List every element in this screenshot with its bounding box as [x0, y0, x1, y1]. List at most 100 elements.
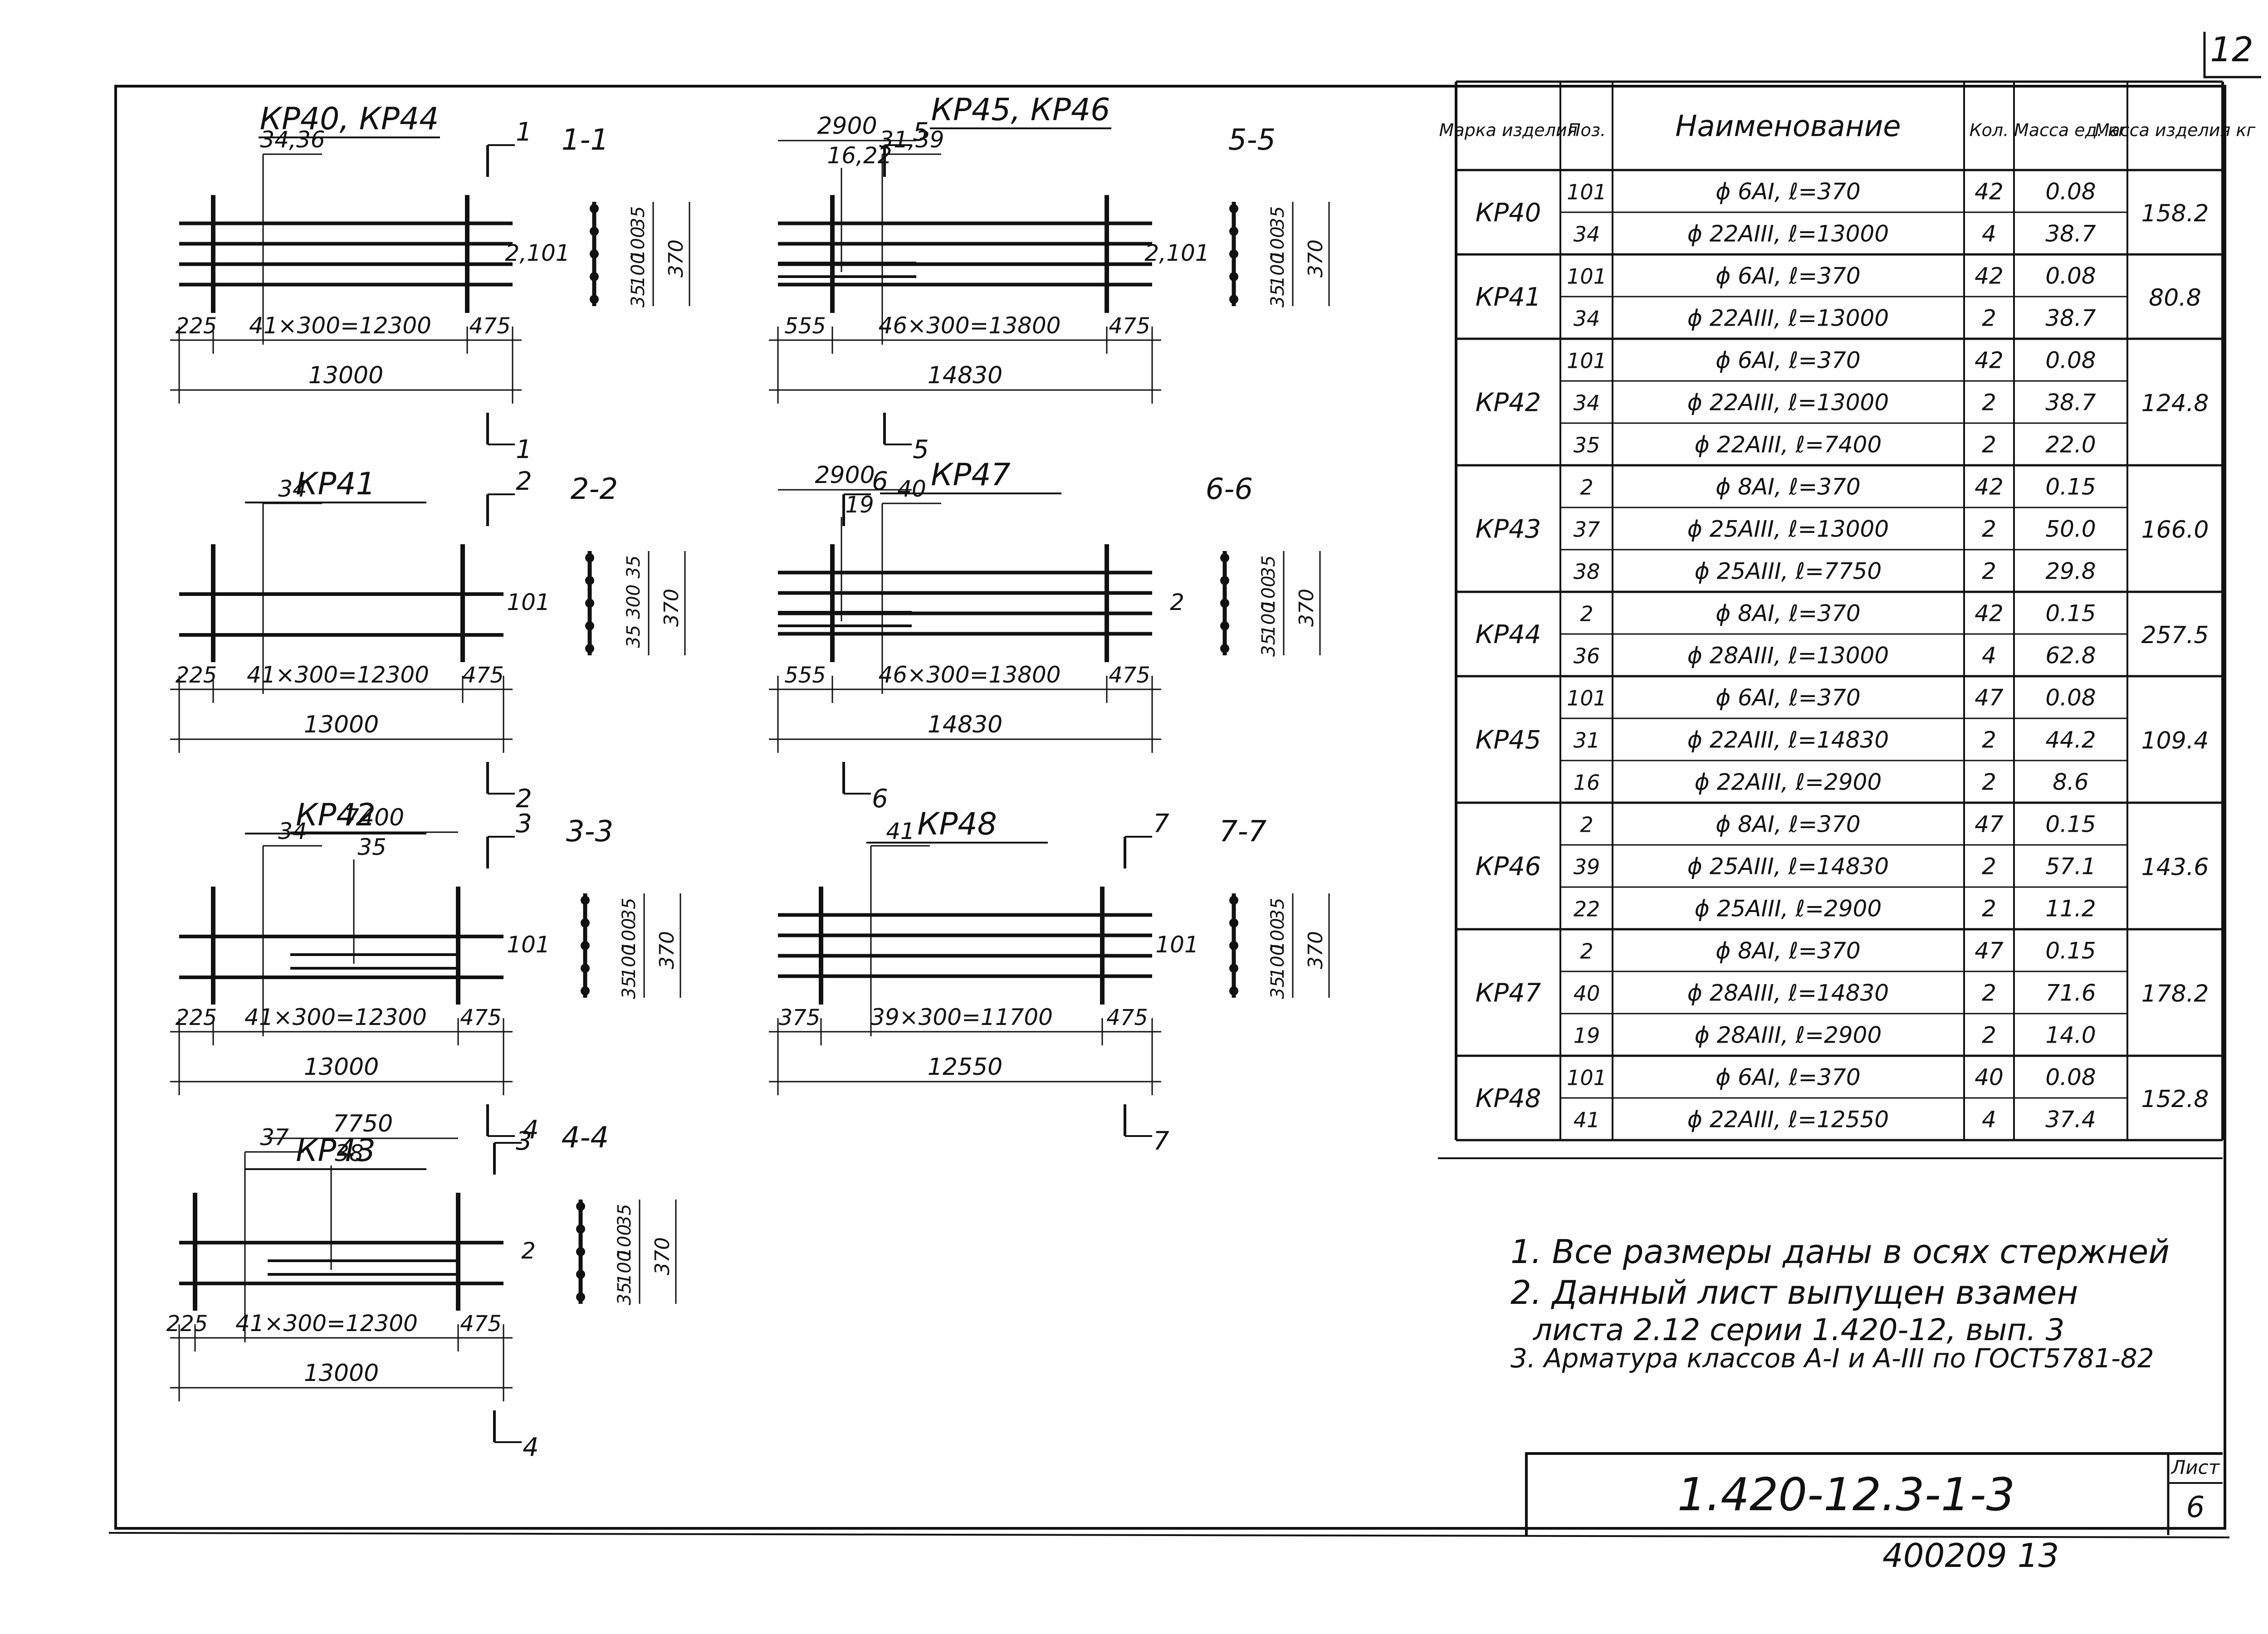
note-3: 3. Арматура классов А-I и А-III по ГОСТ5…: [1510, 1343, 2154, 1374]
distribution-bar-position-label: 2: [521, 1238, 536, 1264]
table-cell-unit-mass: 38.7: [2045, 390, 2096, 416]
extra-position-label: 19: [845, 492, 874, 518]
table-cell-name: ϕ 28АIII, ℓ=14830: [1687, 980, 1889, 1006]
table-cell-name: ϕ 22АIII, ℓ=14830: [1687, 727, 1889, 753]
distribution-bar-position-label: 2,101: [505, 240, 570, 266]
section-bar-dot: [581, 918, 590, 927]
table-cell-position: 34: [1574, 391, 1600, 415]
section-bar-dot: [1229, 272, 1238, 281]
table-cell-position: 37: [1574, 517, 1600, 542]
dimension-left: 555: [784, 313, 826, 339]
section-dimension: 35: [614, 1282, 635, 1305]
section-label: 3-3: [566, 815, 614, 849]
table-cell-unit-mass: 0.15: [2045, 938, 2096, 964]
overall-dimension: 13000: [304, 1054, 379, 1081]
section-bar-dot: [585, 599, 594, 608]
section-bar-dot: [581, 896, 590, 905]
section-dimension: 35: [1258, 556, 1279, 579]
section-bar-dot: [1220, 621, 1229, 630]
section-cut-number-bottom: 1: [516, 435, 532, 464]
extra-length-label: 2900: [815, 462, 875, 489]
table-cell-name: ϕ 22АIII, ℓ=2900: [1695, 769, 1882, 795]
dimension-right: 475: [460, 1005, 502, 1030]
section-bar-dot: [581, 964, 590, 973]
section-bar-dot: [590, 249, 599, 259]
table-cell-mark: КР41: [1476, 283, 1541, 312]
table-cell-position: 2: [1580, 475, 1593, 500]
section-bar-dot: [1229, 896, 1238, 905]
table-cell-unit-mass: 71.6: [2045, 980, 2096, 1006]
section-dimension: 100: [628, 226, 649, 261]
table-cell-unit-mass: 44.2: [2045, 727, 2096, 753]
table-cell-position: 101: [1567, 349, 1607, 373]
table-cell-total-mass: 166.0: [2141, 517, 2209, 544]
section-bar-dot: [1229, 295, 1238, 304]
extra-position-label: 38: [335, 1140, 364, 1166]
table-cell-unit-mass: 0.15: [2045, 600, 2096, 627]
section-bar-dot: [1220, 553, 1229, 562]
section-dimension: 35: [623, 625, 644, 648]
section-dimension: 35: [628, 206, 649, 229]
drawing-title: КР42: [296, 797, 376, 833]
section-bar-dot: [1220, 644, 1229, 653]
section-dimension: 35: [619, 898, 640, 921]
drawing-title: КР41: [296, 466, 376, 502]
section-dimension: 35: [1267, 206, 1288, 229]
section-cut-number-top: 2: [516, 467, 532, 496]
distribution-bar-position-label: 2: [1170, 589, 1184, 615]
table-cell-name: ϕ 25АIII, ℓ=7750: [1695, 558, 1882, 585]
dimension-right: 475: [460, 1311, 502, 1336]
table-cell-name: ϕ 6АI, ℓ=370: [1716, 1064, 1860, 1091]
table-cell-unit-mass: 0.15: [2045, 474, 2096, 500]
table-cell-total-mass: 178.2: [2141, 980, 2209, 1008]
overall-dimension: 13000: [308, 362, 383, 389]
table-cell-quantity: 47: [1975, 685, 2004, 711]
table-cell-unit-mass: 0.08: [2045, 179, 2096, 205]
table-cell-unit-mass: 0.08: [2045, 347, 2096, 374]
table-cell-quantity: 2: [1982, 854, 1996, 880]
table-cell-position: 41: [1574, 1108, 1600, 1132]
table-cell-total-mass: 124.8: [2141, 390, 2209, 417]
table-cell-position: 35: [1574, 433, 1600, 458]
table-cell-position: 34: [1574, 222, 1600, 247]
section-dimension: 100: [614, 1224, 635, 1258]
table-cell-name: ϕ 22АIII, ℓ=13000: [1687, 221, 1889, 247]
table-cell-quantity: 42: [1975, 600, 2004, 627]
main-bar-position-label: 34: [278, 818, 307, 844]
drawing-title: КР45, КР46: [931, 92, 1110, 128]
dimension-middle: 41×300=12300: [244, 1004, 427, 1030]
table-cell-name: ϕ 6АI, ℓ=370: [1716, 179, 1860, 205]
table-cell-unit-mass: 62.8: [2045, 643, 2096, 669]
section-label: 2-2: [571, 473, 618, 506]
stamp-frame: [1525, 1452, 2223, 1535]
table-cell-position: 38: [1574, 560, 1600, 584]
table-cell-quantity: 2: [1982, 769, 1996, 795]
notes-block: 1. Все размеры даны в осях стержней 2. Д…: [1510, 1233, 2170, 1374]
overall-dimension: 12550: [928, 1054, 1002, 1081]
table-cell-mark: КР47: [1476, 979, 1541, 1008]
section-dimension: 100: [628, 253, 649, 287]
section-dimension: 100: [1267, 226, 1288, 261]
table-cell-position: 31: [1574, 728, 1600, 753]
section-dimension: 35: [1267, 898, 1288, 921]
table-header-cell: Марка изделия: [1439, 120, 1578, 140]
table-cell-mark: КР48: [1476, 1084, 1541, 1113]
section-bar-dot: [576, 1202, 585, 1211]
table-cell-mark: КР46: [1476, 852, 1541, 882]
section-total-dimension: 370: [1304, 931, 1327, 969]
section-dimension: 100: [1258, 602, 1279, 636]
table-cell-mark: КР43: [1476, 515, 1541, 544]
table-cell-position: 2: [1580, 939, 1593, 964]
section-dimension: 35: [1267, 976, 1288, 999]
table-cell-name: ϕ 6АI, ℓ=370: [1716, 263, 1860, 289]
table-cell-position: 101: [1567, 264, 1607, 289]
table-cell-quantity: 2: [1982, 390, 1996, 416]
table-cell-total-mass: 152.8: [2141, 1086, 2209, 1113]
section-label: 6-6: [1206, 473, 1253, 506]
section-label: 4-4: [562, 1121, 609, 1155]
table-cell-quantity: 2: [1982, 896, 1996, 922]
table-cell-quantity: 2: [1982, 727, 1996, 753]
